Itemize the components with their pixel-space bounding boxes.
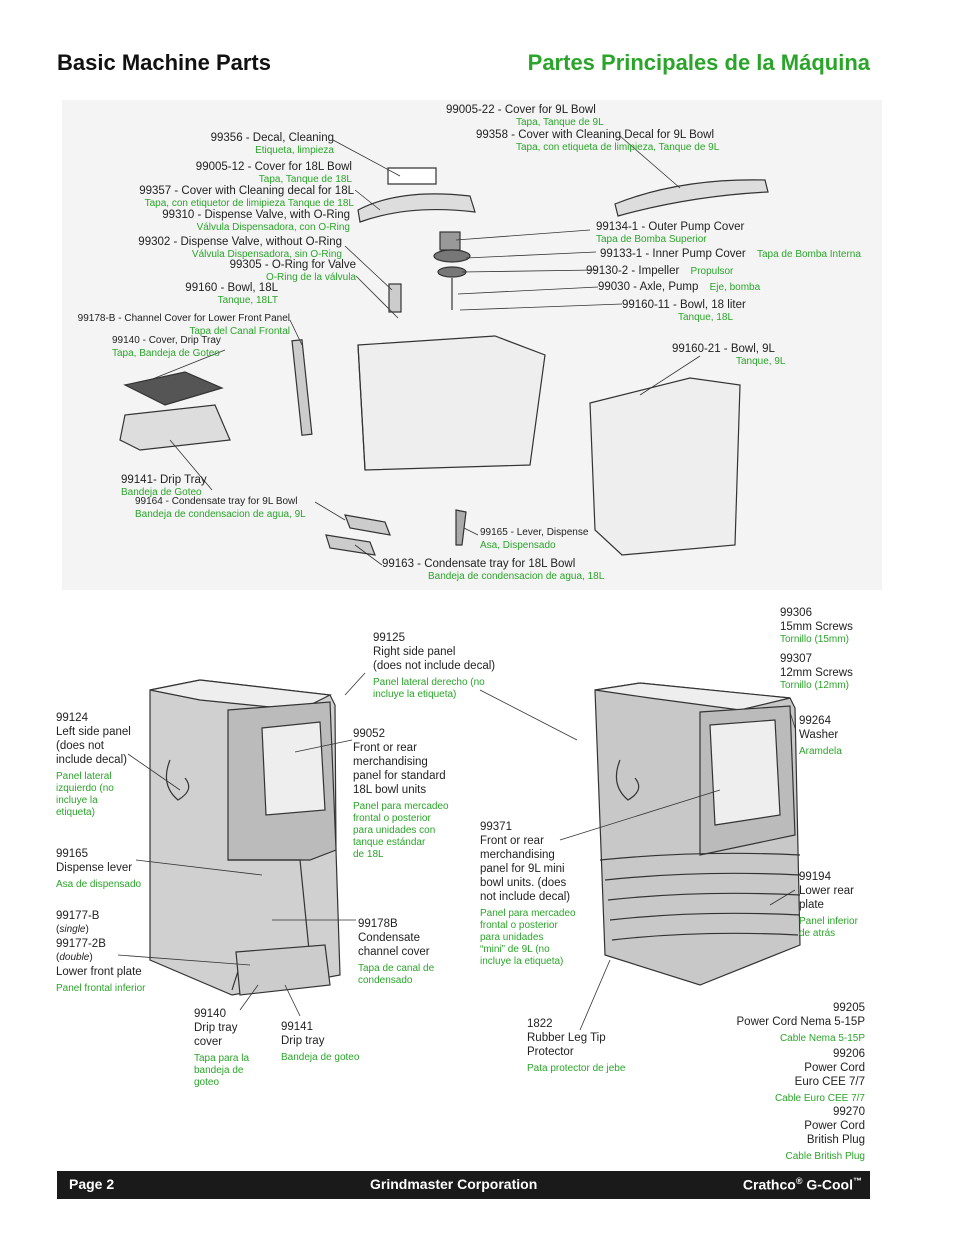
label-99194: 99194 Lower rear plate Panel inferior de… (799, 871, 858, 939)
company-name: Grindmaster Corporation (370, 1176, 538, 1192)
label-99165-top: 99165 - Lever, Dispense Asa, Dispensado (480, 527, 589, 551)
brand-name: Crathco® G-Cool™ (742, 1176, 862, 1193)
label-99306: 99306 15mm Screws Tornillo (15mm) (780, 607, 853, 645)
page-title: Basic Machine Parts (57, 50, 271, 75)
page-number: Page 2 (69, 1176, 115, 1192)
label-99371: 99371 Front or rear merchandising panel … (480, 821, 576, 967)
label-99005-22: 99005-22 - Cover for 9L Bowl Tapa, Tanqu… (446, 104, 604, 128)
label-99125: 99125 Right side panel (does not include… (373, 632, 496, 700)
label-99130-2: 99130-2 - Impeller Propulsor (586, 265, 734, 277)
label-99356: 99356 - Decal, Cleaning Etiqueta, limpie… (210, 132, 334, 156)
label-99165: 99165 Dispense lever Asa de dispensado (56, 848, 142, 890)
label-99140-top: 99140 - Cover, Drip Tray Tapa, Bandeja d… (112, 335, 221, 359)
label-1822: 1822 Rubber Leg Tip Protector Pata prote… (527, 1018, 626, 1074)
label-99205: 99205 Power Cord Nema 5-15P Cable Nema 5… (736, 1002, 865, 1044)
label-99177: 99177-B (single) 99177-2B (double) Lower… (56, 910, 146, 994)
label-99160-11: 99160-11 - Bowl, 18 liter Tanque, 18L (622, 299, 746, 323)
label-99133-1: 99133-1 - Inner Pump Cover Tapa de Bomba… (600, 248, 861, 260)
label-99141-top: 99141- Drip Tray Bandeja de Goteo (121, 474, 207, 498)
label-99140: 99140 Drip tray cover Tapa para la bande… (194, 1008, 250, 1088)
label-99052: 99052 Front or rear merchandising panel … (353, 728, 449, 860)
label-99270: 99270 Power Cord British Plug Cable Brit… (785, 1106, 865, 1162)
label-99358: 99358 - Cover with Cleaning Decal for 9L… (476, 129, 720, 153)
label-99264: 99264 Washer Aramdela (799, 715, 842, 757)
label-99030: 99030 - Axle, Pump Eje, bomba (598, 281, 761, 293)
page-footer: Page 2 Grindmaster Corporation Crathco® … (57, 1171, 870, 1199)
label-99305: 99305 - O-Ring for Valve O-Ring de la vá… (229, 259, 356, 283)
label-99134-1: 99134-1 - Outer Pump Cover Tapa de Bomba… (596, 221, 745, 245)
label-99302: 99302 - Dispense Valve, without O-Ring V… (138, 236, 342, 260)
label-99141: 99141 Drip tray Bandeja de goteo (281, 1021, 360, 1063)
label-99310: 99310 - Dispense Valve, with O-Ring Válv… (162, 209, 350, 233)
label-99164: 99164 - Condensate tray for 9L Bowl Band… (135, 496, 306, 520)
label-99206: 99206 Power Cord Euro CEE 7/7 Cable Euro… (774, 1048, 865, 1104)
label-99163: 99163 - Condensate tray for 18L Bowl Ban… (382, 558, 605, 582)
label-99005-12: 99005-12 - Cover for 18L Bowl Tapa, Tanq… (195, 161, 352, 185)
label-99178-b: 99178-B - Channel Cover for Lower Front … (77, 313, 290, 337)
label-99357: 99357 - Cover with Cleaning decal for 18… (139, 185, 354, 209)
label-99160-21: 99160-21 - Bowl, 9L Tanque, 9L (672, 343, 786, 367)
label-99160: 99160 - Bowl, 18L Tanque, 18LT (185, 282, 278, 306)
label-99307: 99307 12mm Screws Tornillo (12mm) (780, 653, 853, 691)
label-99124: 99124 Left side panel (does not include … (56, 712, 131, 818)
page-title-spanish: Partes Principales de la Máquina (527, 50, 870, 75)
label-99178b: 99178B Condensate channel cover Tapa de … (358, 918, 435, 986)
